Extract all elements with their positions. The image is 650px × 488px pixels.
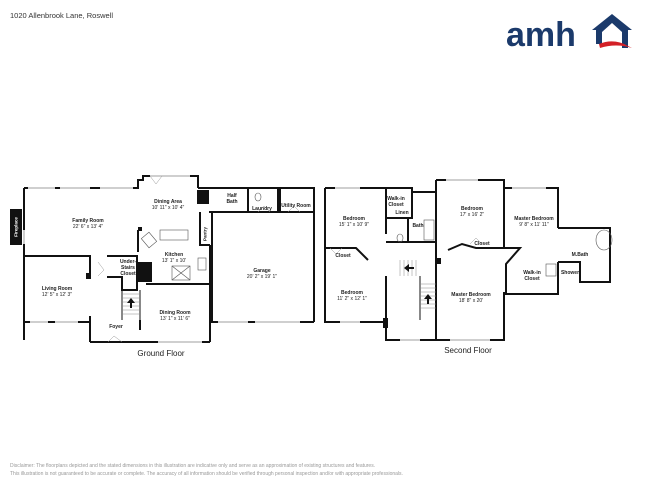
disclaimer: Disclaimer: The floorplans depicted and … [10, 462, 403, 478]
amh-logo: amh [506, 14, 632, 52]
room-master-bath: M.Bath [571, 252, 589, 258]
property-address: 1020 Allenbrook Lane, Roswell [10, 11, 113, 20]
fireplace: Fireplace [10, 209, 22, 245]
room-linen: Linen [395, 210, 409, 216]
house-icon [592, 14, 632, 48]
disclaimer-line-2: This illustration is not guaranteed to b… [10, 471, 403, 477]
room-half-bath: Half Bath [226, 193, 238, 205]
room-utility: Utility Room [281, 203, 311, 209]
room-shower: Shower [560, 270, 580, 276]
room-walk-in-closet-1: Walk-in Closet [387, 196, 405, 208]
stair-arrows [127, 264, 432, 308]
pantry: Pantry [202, 226, 207, 242]
room-laundry: Laundry [252, 206, 272, 212]
disclaimer-line-1: Disclaimer: The floorplans depicted and … [10, 463, 376, 469]
floor-title-ground: Ground Floor [137, 349, 185, 358]
floor-title-second: Second Floor [444, 346, 492, 355]
room-foyer: Foyer [109, 324, 123, 330]
room-closet-2: Closet [335, 253, 351, 259]
chimney-block [197, 190, 209, 204]
room-under-stairs-closet: Under-Stairs Closet [119, 259, 137, 277]
logo-text: amh [506, 16, 576, 52]
room-bath: Bath [412, 223, 424, 229]
room-closet-1: Closet [474, 241, 490, 247]
swoosh-icon [599, 41, 632, 48]
room-walk-in-closet-2: Walk-in Closet [523, 270, 541, 282]
